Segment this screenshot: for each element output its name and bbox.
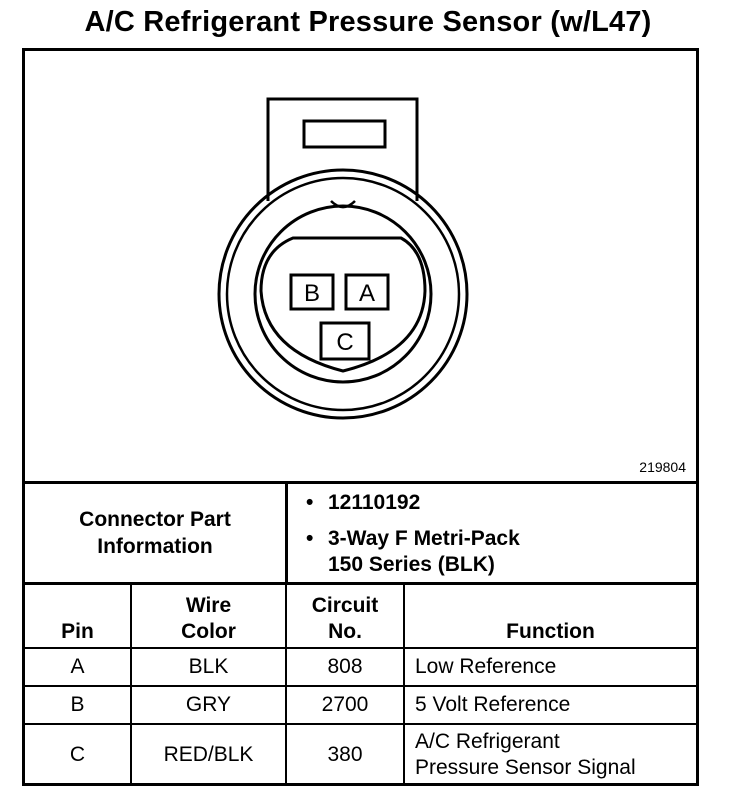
bullet-icon: • <box>306 491 314 514</box>
connector-info-label-line2: Information <box>97 535 213 558</box>
header-wire-color: Wire Color <box>130 585 287 649</box>
circuit-cell: 808 <box>285 647 405 687</box>
pin-a-box <box>344 273 390 311</box>
connector-type-line1: 3-Way F Metri-Pack <box>328 527 520 550</box>
header-circuit-no: Circuit No. <box>285 585 405 649</box>
pin-cell: A <box>25 647 132 687</box>
connector-sheet: B A C 219804 Connector Part Information … <box>22 48 699 786</box>
circuit-cell: 2700 <box>285 685 405 725</box>
circuit-cell: 380 <box>285 723 405 784</box>
table-header-row: Pin Wire Color Circuit No. Function <box>25 585 696 649</box>
part-number: 12110192 <box>328 491 421 514</box>
table-row: A BLK 808 Low Reference <box>25 647 696 687</box>
table-row: C RED/BLK 380 A/C Refrigerant Pressure S… <box>25 723 696 784</box>
pinout-table: Pin Wire Color Circuit No. Function A BL… <box>25 585 696 784</box>
function-cell: 5 Volt Reference <box>403 685 696 725</box>
connector-info-list: • 12110192 • 3-Way F Metri-Pack 150 Seri… <box>300 490 690 588</box>
wire-color-cell: GRY <box>130 685 287 725</box>
header-pin: Pin <box>25 585 132 649</box>
connector-inner-ring <box>225 176 461 412</box>
page-title: A/C Refrigerant Pressure Sensor (w/L47) <box>84 6 652 38</box>
connector-drawing: B A C <box>217 97 469 420</box>
connector-cavity-face <box>259 236 427 373</box>
pin-a-label: A <box>359 280 375 307</box>
connector-info-label-line1: Connector Part <box>79 508 231 531</box>
pin-b-box <box>289 273 335 311</box>
wire-color-cell: BLK <box>130 647 287 687</box>
connector-info-row: Connector Part Information • 12110192 • … <box>25 484 696 585</box>
connector-type-item: • 3-Way F Metri-Pack 150 Series (BLK) <box>300 526 690 578</box>
pin-c-label: C <box>336 329 353 356</box>
figure-id: 219804 <box>639 459 686 475</box>
pin-b-label: B <box>304 280 320 307</box>
connector-cavity-ring <box>253 204 433 384</box>
connector-latch-slot <box>302 119 387 149</box>
pin-cell: B <box>25 685 132 725</box>
bullet-icon: • <box>306 527 314 550</box>
connector-diagram: B A C 219804 <box>25 51 696 484</box>
connector-type-line2: 150 Series (BLK) <box>328 553 495 576</box>
pin-cell: C <box>25 723 132 784</box>
wire-color-cell: RED/BLK <box>130 723 287 784</box>
pin-c-box <box>319 321 371 361</box>
header-function: Function <box>403 585 696 649</box>
function-cell: Low Reference <box>403 647 696 687</box>
connector-info-label: Connector Part Information <box>25 484 288 582</box>
table-row: B GRY 2700 5 Volt Reference <box>25 685 696 725</box>
function-cell: A/C Refrigerant Pressure Sensor Signal <box>403 723 696 784</box>
part-number-item: • 12110192 <box>300 490 690 516</box>
